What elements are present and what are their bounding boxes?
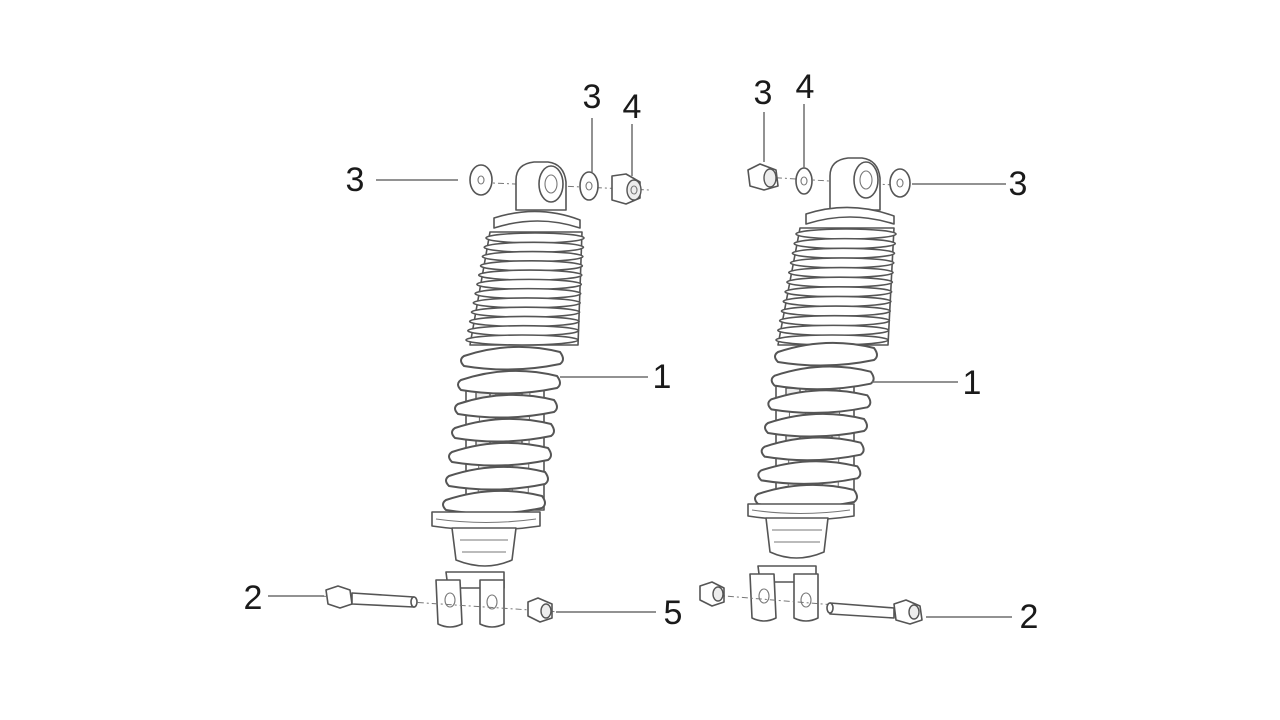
left-dust-cover [465,231,585,346]
spring-coil [442,489,546,515]
spring-coil [754,483,858,509]
callout-left-3-inner-washer: 3 [583,78,602,116]
spring-coil [770,365,875,391]
leader-lines [268,104,1012,618]
callout-right-3-nut: 3 [754,74,773,112]
spring-coil [760,436,865,462]
right-upper-eye [829,157,881,211]
right-lower-bolt [826,599,923,625]
bellows-rib [784,286,893,298]
spring-coil [445,465,549,491]
bellows-rib [465,334,579,346]
bellows-rib [795,228,897,240]
callout-left-4-nut: 4 [623,88,642,126]
bellows-rib [780,305,891,317]
spring-coil [457,369,561,395]
right-lower-nut [699,581,725,607]
spring-coil [774,341,878,367]
bellows-rib [787,266,894,279]
left-lower-clevis [435,571,505,628]
callout-right-3-washer: 3 [1009,165,1028,203]
spring-coil [448,441,552,467]
bellows-rib [791,247,896,260]
right-top-washer-inner [795,167,813,195]
left-lower-bolt [325,585,418,609]
bellows-rib [793,237,897,250]
callout-left-3-outer-washer: 3 [346,161,365,199]
bellows-rib [789,257,895,269]
callout-right-2-bolt: 2 [1020,598,1039,636]
spring-coil [451,417,555,443]
callout-left-2-bolt: 2 [244,579,263,617]
left-top-nut [611,173,642,205]
bellows-rib [777,324,890,337]
callout-left-5-nut: 5 [664,594,683,632]
right-lower-clevis [749,565,819,622]
right-shock-assembly [699,157,923,625]
bellows-rib [782,295,892,308]
callout-left-1-shock: 1 [653,358,672,396]
left-lower-nut [527,597,553,623]
left-top-washer-outer [469,164,493,196]
spring-coil [757,460,862,485]
right-top-nut [747,163,779,191]
left-upper-eye [515,161,567,211]
left-top-washer-inner [579,171,599,201]
callout-right-1-shock: 1 [963,364,982,402]
spring-coil [767,389,872,414]
spring-coil [454,393,558,419]
left-coil-spring [442,345,564,515]
callout-labels: 3 3 4 1 2 5 3 4 3 1 2 [244,68,1039,636]
callout-right-4-washer: 4 [796,68,815,106]
spring-coil [460,345,564,371]
bellows-rib [778,314,891,327]
spring-coil [764,412,868,438]
right-coil-spring [754,341,878,509]
bellows-rib [786,276,894,288]
right-dust-cover [775,227,897,346]
right-top-washer-outer [889,168,911,198]
left-shock-assembly [319,161,651,628]
